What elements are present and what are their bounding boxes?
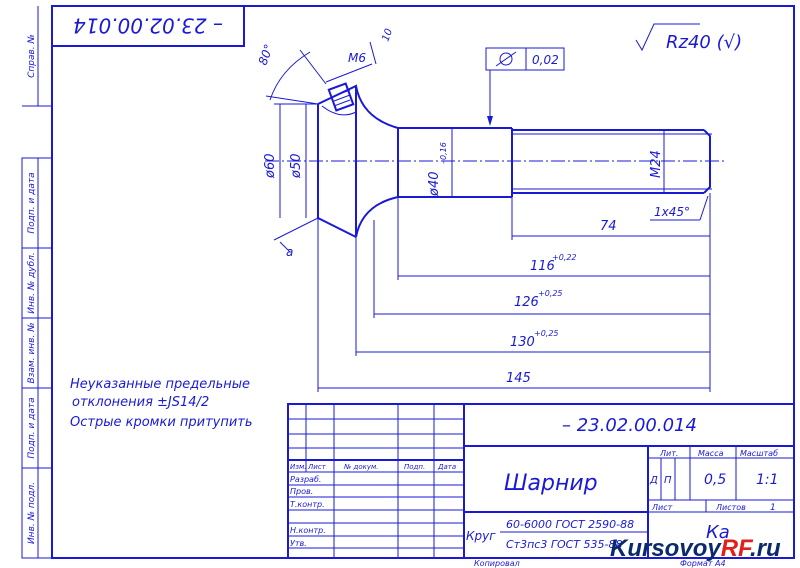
format-label: Формат А4	[680, 559, 726, 568]
scale-value: 1:1	[756, 472, 779, 488]
copied-label: Копировал	[474, 559, 520, 568]
sheet-label: Лист	[651, 503, 673, 512]
dim-chamfer: 1x45°	[654, 205, 690, 219]
header-date: Дата	[437, 463, 456, 471]
role-approved: Утв.	[290, 539, 307, 548]
sheets-value: 1	[770, 503, 776, 513]
material-line-1: 60-6000 ГОСТ 2590-88	[506, 518, 634, 531]
role-developer: Разраб.	[290, 475, 321, 484]
organization-code: Ка	[706, 522, 730, 543]
header-sheet: Лист	[307, 463, 327, 471]
dim-angle: 80°	[256, 42, 276, 67]
roughness-symbol	[635, 23, 700, 52]
runout-icon	[499, 52, 513, 66]
side-label-dup-inv: Инв. № дубл.	[27, 252, 37, 314]
note-line-1: Неуказанные предельные	[70, 377, 250, 392]
dim-10: 10	[380, 27, 395, 43]
role-norm-control: Н.контр.	[290, 526, 326, 535]
dim-126-tol: +0,25	[538, 289, 563, 298]
lit-label: Лит.	[659, 449, 678, 458]
side-strip	[21, 157, 53, 559]
roughness-text: Rz40 (√)	[666, 32, 742, 53]
dim-d40-tol: –0,16	[439, 142, 448, 164]
note-line-3: Острые кромки притупить	[70, 415, 253, 430]
angle-arc	[269, 51, 311, 101]
top-stamp-text: – 23.02.00.014	[73, 14, 223, 38]
role-checker: Пров.	[290, 487, 313, 496]
tolerance-value: 0,02	[532, 53, 559, 67]
dim-130-tol: +0,25	[534, 329, 559, 338]
dim-74: 74	[600, 219, 617, 234]
material-kind: Круг	[466, 529, 496, 543]
note-line-2: отклонения ±JS14/2	[72, 395, 209, 410]
role-tech-control: Т.контр.	[290, 500, 325, 509]
header-sign: Подп.	[404, 463, 425, 471]
top-stamp-box	[51, 5, 245, 47]
header-doc-no: № докум.	[343, 463, 379, 471]
dim-145: 145	[506, 371, 531, 386]
dim-116-tol: +0,22	[552, 253, 577, 262]
dim-m24: M24	[649, 150, 664, 178]
side-label-original-inv: Инв. № подл.	[27, 482, 37, 544]
dim-m6: M6	[348, 51, 366, 65]
material-line-2: Ст3пс3 ГОСТ 535-88	[506, 538, 622, 551]
watermark-logo: KursovoyRF.ru	[610, 535, 781, 562]
lit-cell-d: Д	[649, 475, 658, 486]
mass-label: Масса	[698, 449, 724, 458]
part-outline	[317, 82, 712, 238]
header-change: Изм.	[290, 463, 306, 471]
side-label-sign-date: Подп. и дата	[27, 172, 37, 233]
side-label-replace-inv: Взам. инв. №	[27, 322, 37, 383]
tolerance-frame	[485, 47, 565, 71]
dim-116: 116	[530, 259, 555, 274]
scale-label: Масштаб	[740, 449, 778, 458]
title-part-name: Шарнир	[504, 471, 598, 496]
dim-130: 130	[510, 335, 535, 350]
svg-text:KursovoyRF.ru: KursovoyRF.ru	[610, 535, 781, 562]
side-label-reference: Справ. №	[27, 34, 37, 78]
sheets-label: Листов	[715, 503, 746, 512]
title-block	[287, 403, 795, 559]
lit-cell-p: П	[664, 475, 672, 486]
mass-value: 0,5	[704, 472, 726, 488]
dim-d60: ø60	[263, 154, 278, 180]
length-dimensions	[317, 193, 711, 392]
dim-d40: ø40	[427, 172, 442, 198]
side-label-sign-date-2: Подп. и дата	[27, 397, 37, 458]
title-designation: – 23.02.00.014	[562, 415, 697, 436]
sheet-frame	[51, 5, 795, 559]
dim-d50: ø50	[289, 154, 304, 180]
dim-126: 126	[514, 295, 539, 310]
